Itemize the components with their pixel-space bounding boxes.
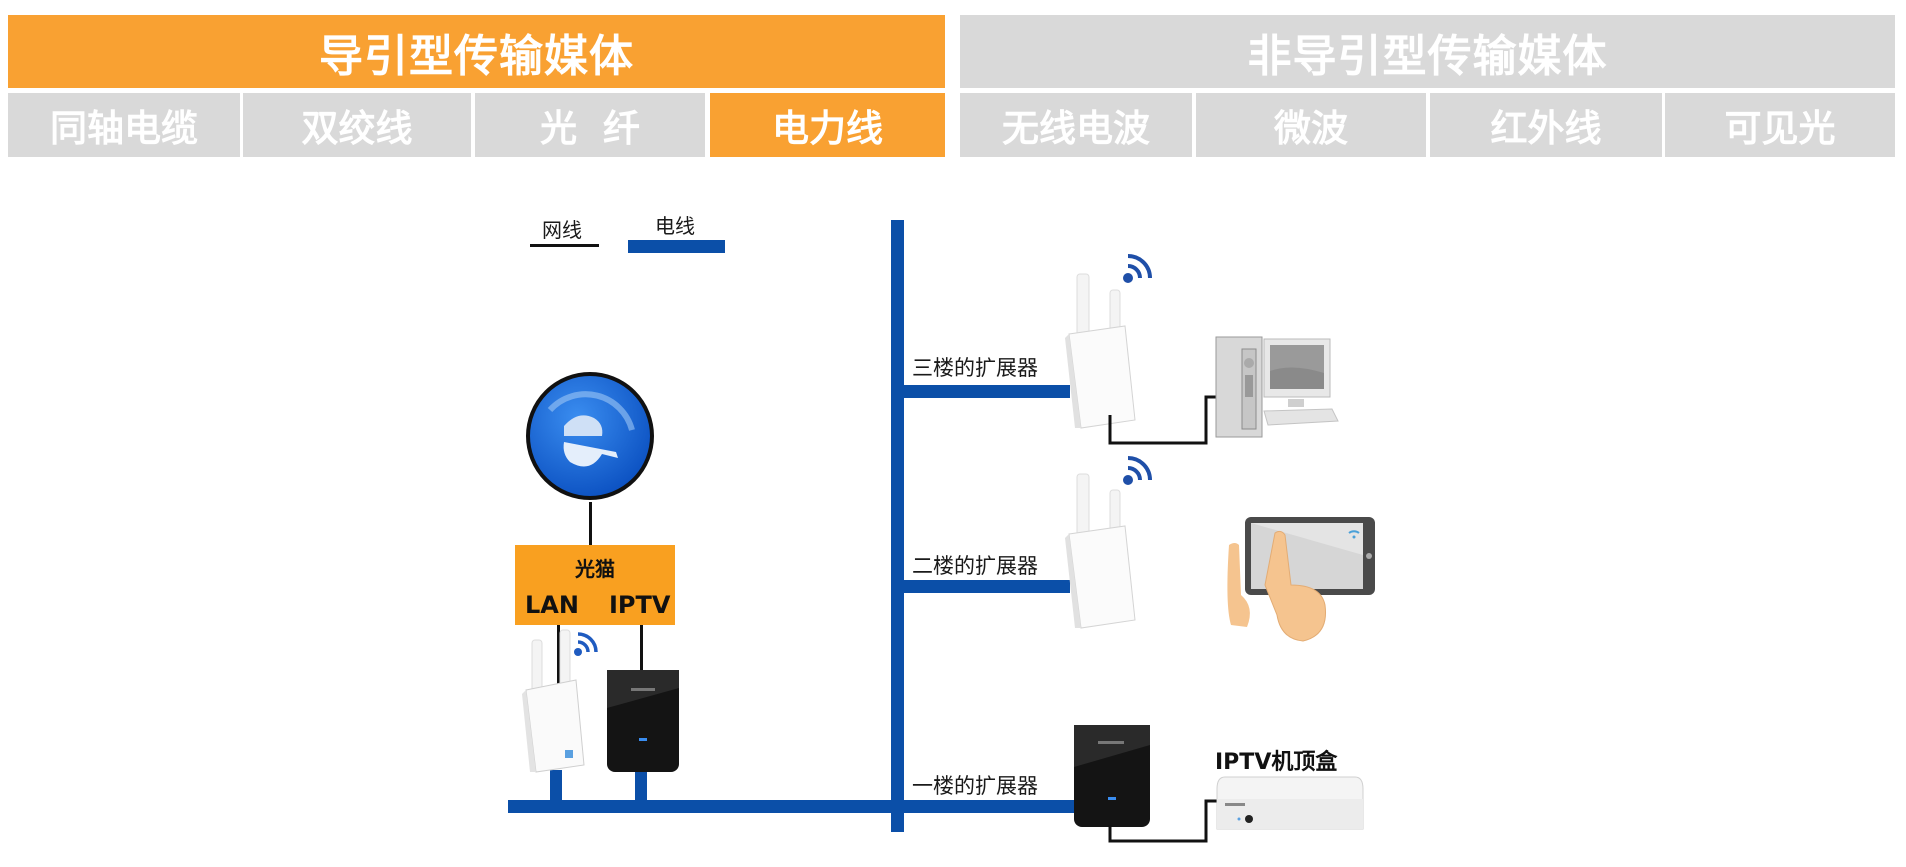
powerline-adapter-device-icon (607, 670, 679, 772)
tab-power-line[interactable]: 电力线 (710, 93, 945, 157)
third-floor-extender-label: 三楼的扩展器 (912, 356, 1038, 380)
cable-lan-to-extender (557, 625, 560, 685)
desktop-computer-icon (1215, 336, 1339, 438)
iptv-set-top-box-icon (1216, 776, 1364, 830)
tablet-icon (1227, 517, 1375, 642)
legend-power-line-label: 电线 (655, 214, 695, 238)
tab-optical-fiber[interactable]: 光 纤 (475, 93, 705, 157)
modem-title: 光猫 (575, 557, 615, 581)
third-floor-wifi-signal-icon (1123, 254, 1152, 283)
power-line-third-floor (897, 385, 1070, 398)
tab-radio-wave[interactable]: 无线电波 (960, 93, 1192, 157)
legend-network-cable-label: 网线 (542, 218, 582, 242)
power-line-ground-floor (508, 800, 1080, 813)
tab-coaxial-cable[interactable]: 同轴电缆 (8, 93, 240, 157)
cable-globe-to-modem (589, 502, 592, 546)
first-floor-extender-label: 一楼的扩展器 (912, 774, 1038, 798)
wifi-extender-device-icon (522, 629, 585, 773)
tab-visible-light[interactable]: 可见光 (1665, 93, 1895, 157)
third-floor-wifi-extender-icon (1065, 273, 1136, 429)
first-floor-powerline-adapter-icon (1074, 725, 1150, 827)
modem-port-lan: LAN (525, 591, 579, 619)
tab-microwave[interactable]: 微波 (1196, 93, 1426, 157)
second-floor-extender-label: 二楼的扩展器 (912, 554, 1038, 578)
power-line-second-floor (897, 580, 1070, 593)
cable-adapter-to-iptv-box (1108, 799, 1218, 843)
iptv-box-label: IPTV机顶盒 (1215, 750, 1338, 775)
internet-globe-icon (526, 372, 654, 500)
cable-extender-to-computer (1108, 395, 1218, 445)
unguided-media-header: 非导引型传输媒体 (960, 15, 1895, 88)
power-line-drop-extender (550, 770, 562, 805)
tab-twisted-pair[interactable]: 双绞线 (243, 93, 471, 157)
cable-iptv-to-adapter (640, 625, 643, 670)
modem-port-iptv: IPTV (609, 591, 671, 619)
second-floor-wifi-signal-icon (1123, 456, 1152, 485)
power-line-drop-adapter (635, 770, 647, 805)
power-line-vertical-bus (891, 220, 904, 832)
legend-network-cable-swatch (530, 244, 599, 247)
wifi-signal-icon (574, 632, 598, 656)
legend-power-line-swatch (628, 240, 725, 253)
guided-media-header: 导引型传输媒体 (8, 15, 945, 88)
second-floor-wifi-extender-icon (1065, 473, 1136, 629)
tab-infrared[interactable]: 红外线 (1430, 93, 1662, 157)
optical-modem: 光猫 LAN IPTV (515, 545, 675, 625)
